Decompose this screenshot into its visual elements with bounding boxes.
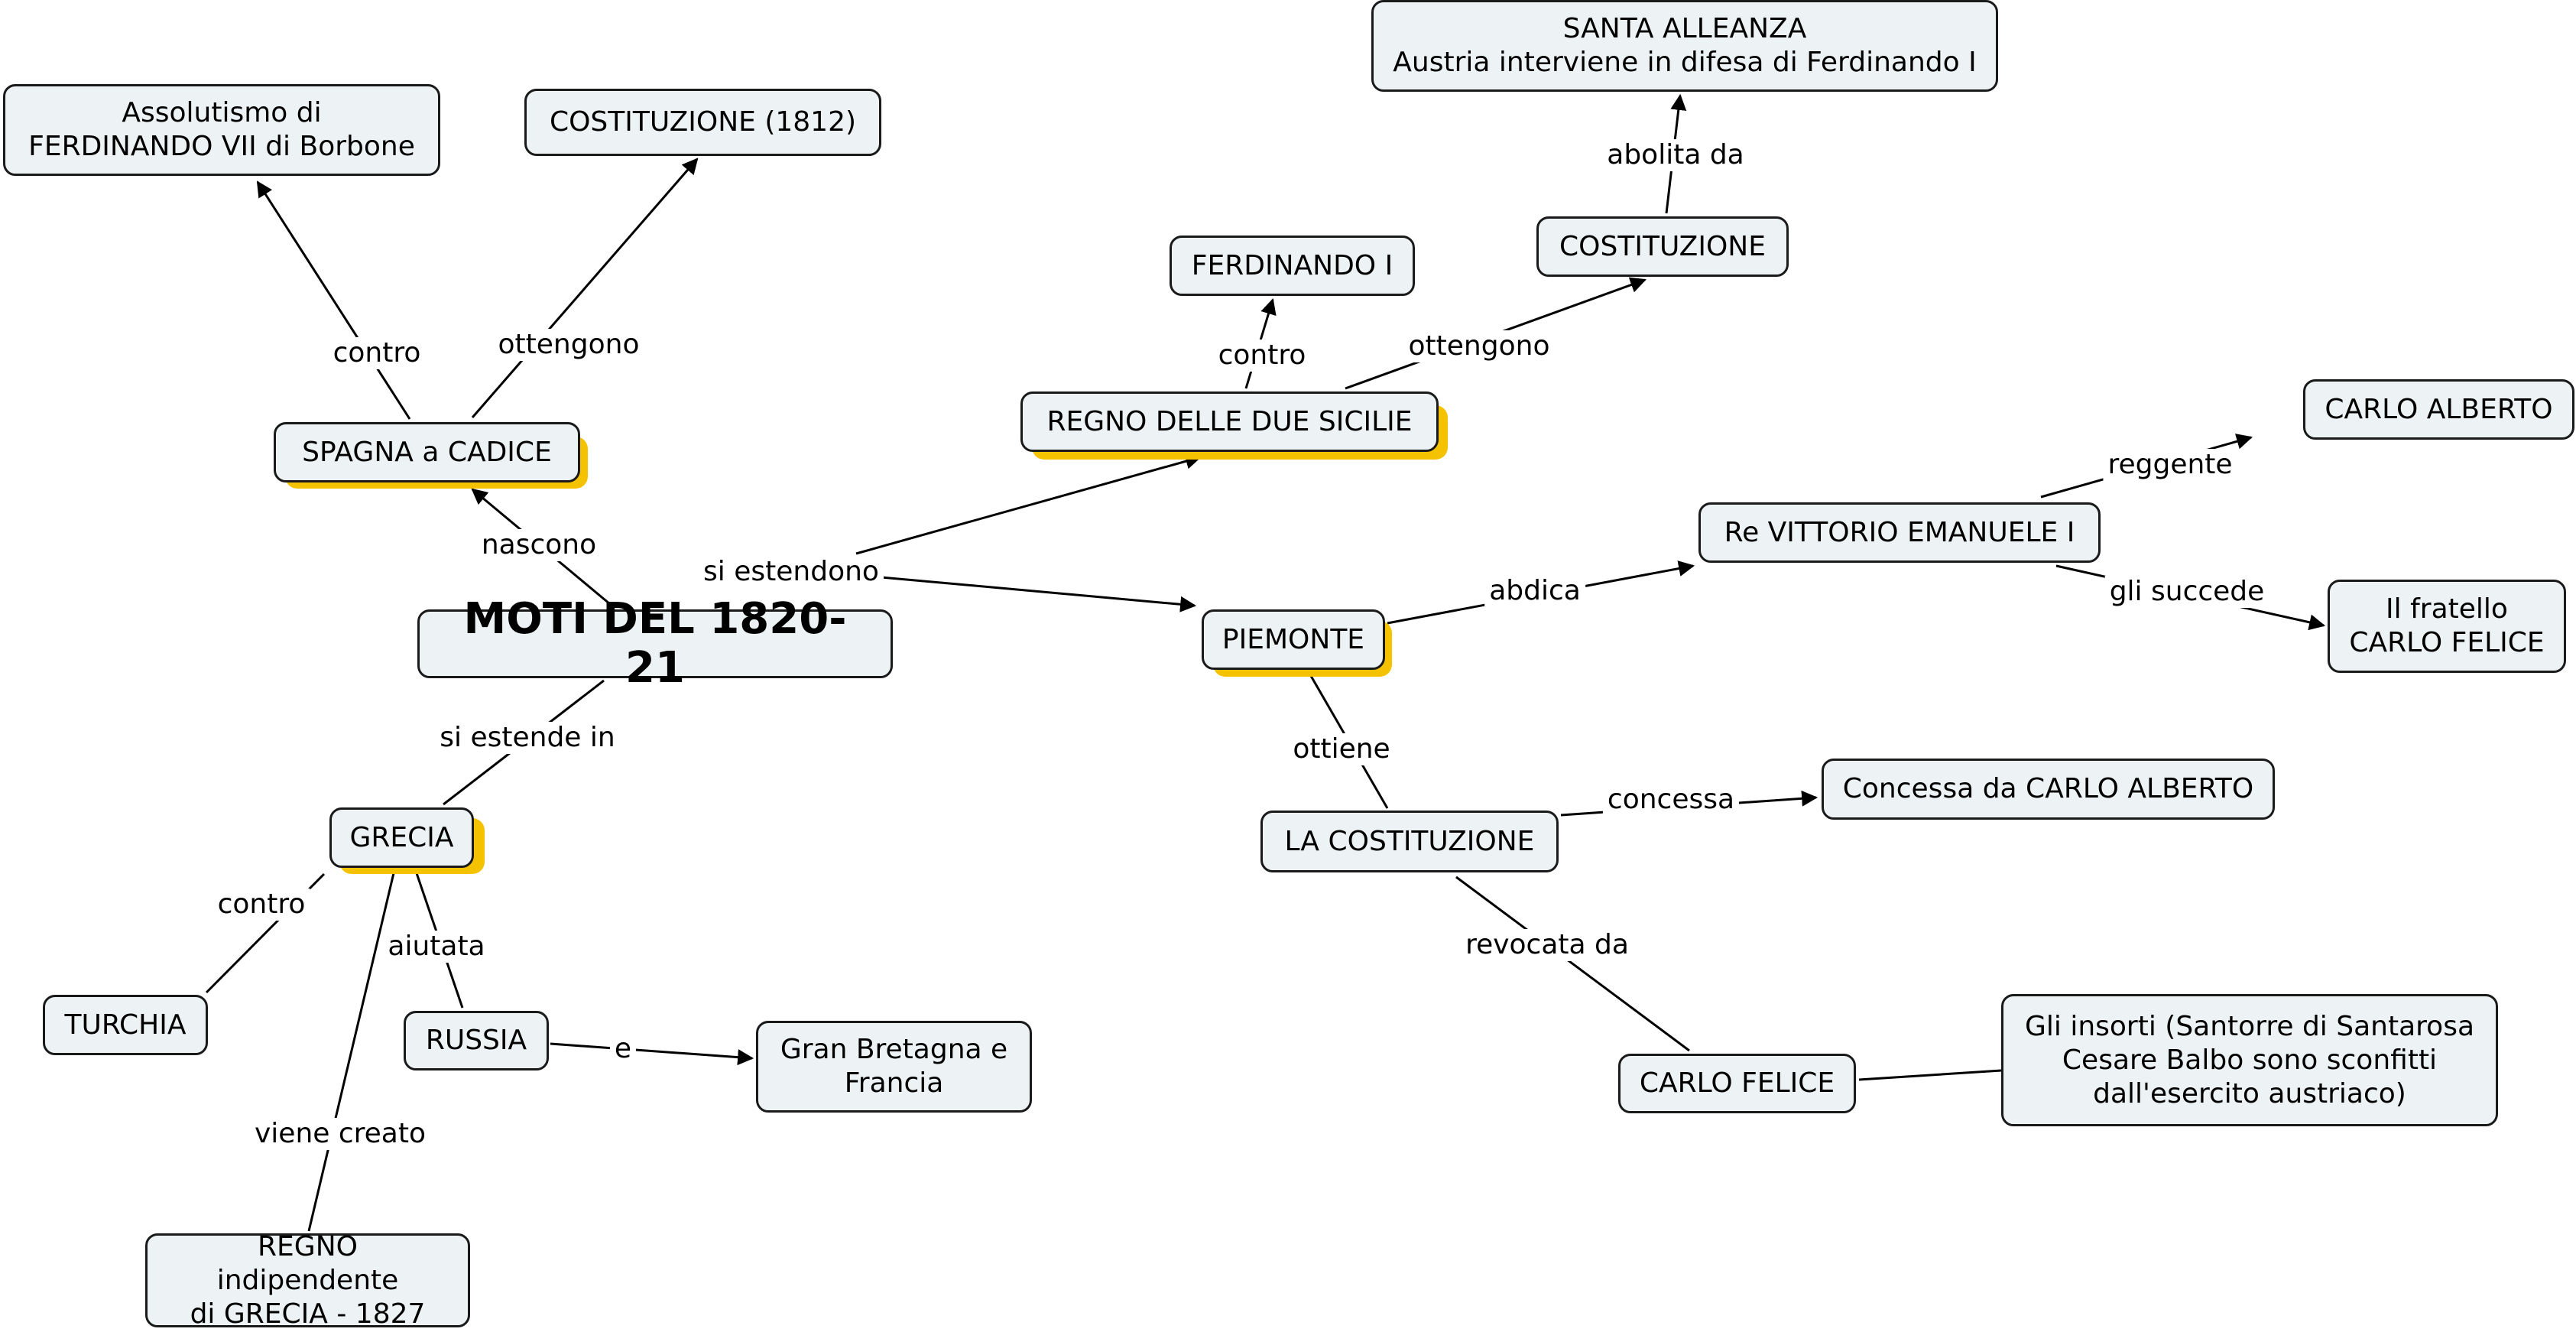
link-label-abdica: abdica: [1484, 575, 1585, 607]
line-main-piemonte: [855, 573, 1197, 612]
link-label-contro-grecia: contro: [213, 889, 310, 921]
spagna-node[interactable]: SPAGNA a CADICE: [274, 422, 580, 482]
costituzione-1812-node[interactable]: COSTITUZIONE (1812): [524, 89, 881, 156]
regno-grecia-node[interactable]: REGNO indipendente di GRECIA - 1827: [145, 1231, 470, 1330]
carlo-alberto-node[interactable]: CARLO ALBERTO: [2303, 379, 2574, 440]
link-label-gli-succede: gli succede: [2104, 576, 2269, 608]
carlo-felice-node[interactable]: CARLO FELICE: [1618, 1054, 1856, 1113]
vittorio-node[interactable]: Re VITTORIO EMANUELE I: [1698, 502, 2101, 563]
link-label-revocata-da: revocata da: [1461, 929, 1634, 961]
link-label-ottengono-sicilie: ottengono: [1403, 330, 1555, 362]
line-grecia-regno-grecia: [307, 872, 395, 1232]
line-russia-gran-bretagna: [550, 1042, 754, 1066]
link-label-nascono: nascono: [476, 529, 602, 561]
link-label-aiutata: aiutata: [383, 931, 490, 963]
link-label-contro-spagna: contro: [328, 337, 426, 369]
line-main-regno-sicilie: [855, 453, 1202, 555]
link-label-ottiene: ottiene: [1288, 733, 1395, 765]
regno-sicilie-node[interactable]: REGNO DELLE DUE SICILIE: [1020, 391, 1439, 452]
link-label-contro-sicilie: contro: [1213, 339, 1311, 372]
grecia-node[interactable]: GRECIA: [329, 807, 474, 868]
carlo-felice-fratello-node[interactable]: Il fratello CARLO FELICE: [2328, 580, 2566, 673]
line-carlo-felice-insorti: [1858, 1069, 2002, 1081]
santa-alleanza-node[interactable]: SANTA ALLEANZA Austria interviene in dif…: [1371, 0, 1998, 92]
piemonte-node[interactable]: PIEMONTE: [1202, 609, 1385, 670]
insorti-node[interactable]: Gli insorti (Santorre di Santarosa Cesar…: [2001, 994, 2498, 1126]
main-topic-node[interactable]: MOTI DEL 1820-21: [417, 595, 893, 693]
line-costituzione-carlo-felice: [1455, 876, 1690, 1052]
link-label-si-estende-in: si estende in: [435, 722, 620, 754]
link-label-concessa: concessa: [1602, 784, 1740, 816]
link-label-e: e: [609, 1033, 637, 1065]
gran-bretagna-node[interactable]: Gran Bretagna e Francia: [756, 1021, 1032, 1113]
link-label-viene-creato: viene creato: [249, 1118, 431, 1150]
link-label-abolita-da: abolita da: [1602, 139, 1749, 171]
la-costituzione-node[interactable]: LA COSTITUZIONE: [1260, 811, 1559, 872]
ferdinando-node[interactable]: FERDINANDO I: [1170, 236, 1415, 296]
assolutismo-node[interactable]: Assolutismo di FERDINANDO VII di Borbone: [3, 84, 440, 176]
link-label-ottengono-spagna: ottengono: [493, 329, 644, 361]
link-label-reggente: reggente: [2103, 449, 2237, 481]
line-spagna-assolutismo: [256, 180, 411, 420]
costituzione-node[interactable]: COSTITUZIONE: [1536, 216, 1789, 277]
link-label-si-estendono: si estendono: [699, 556, 884, 588]
russia-node[interactable]: RUSSIA: [404, 1011, 549, 1070]
turchia-node[interactable]: TURCHIA: [43, 995, 208, 1055]
concessa-da-node[interactable]: Concessa da CARLO ALBERTO: [1822, 759, 2275, 820]
line-spagna-costituzione-1812: [471, 158, 699, 418]
